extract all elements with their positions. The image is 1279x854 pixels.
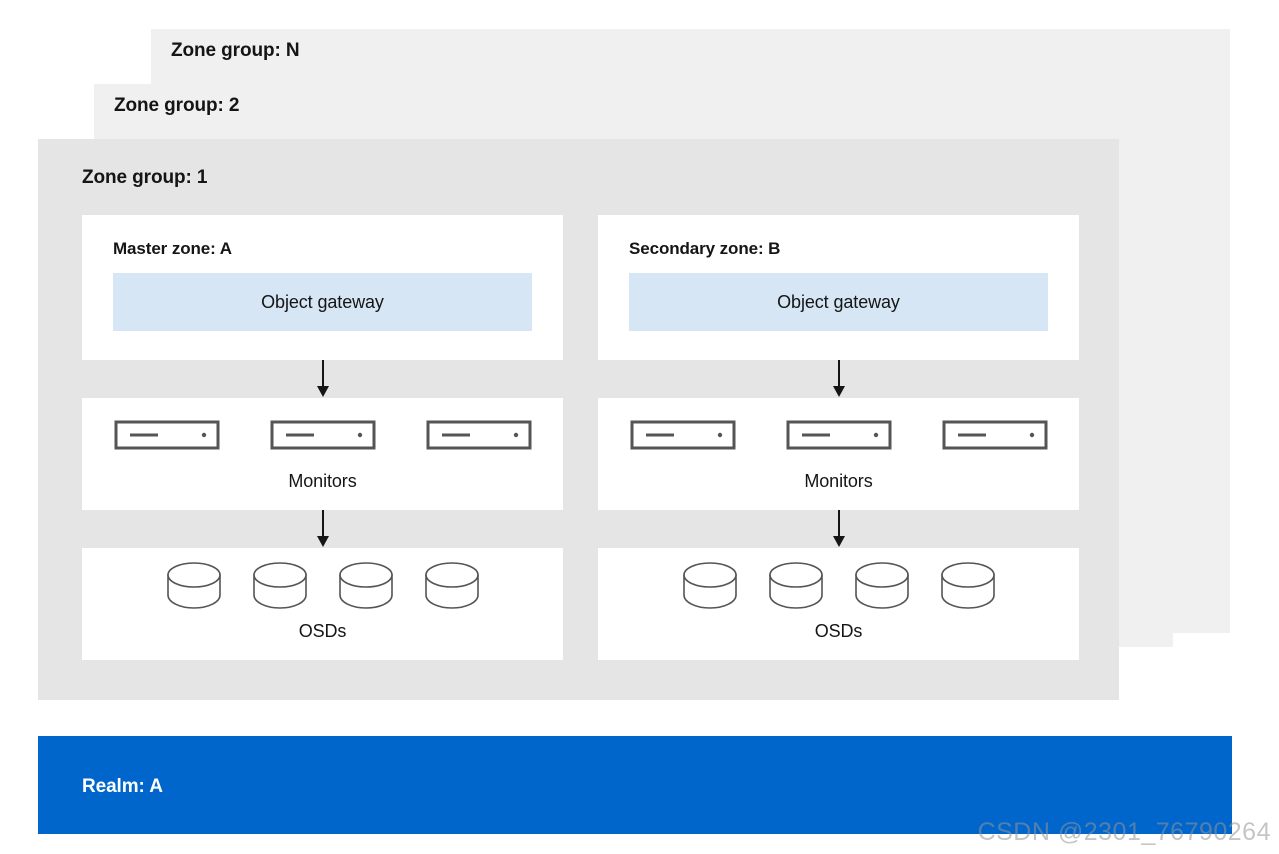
zone-group-panel-1: Zone group: 1 Master zone: A Object gate… (38, 139, 1119, 700)
object-gateway-label-secondary: Object gateway (777, 291, 900, 312)
osd-icon-row-master (82, 562, 563, 612)
osd-disk-icon (338, 562, 393, 609)
monitor-server-icon (786, 420, 891, 450)
arrow-monitors-to-osds-secondary (598, 510, 1079, 548)
object-gateway-box-master: Object gateway (113, 273, 532, 331)
arrow-down-icon (316, 360, 329, 397)
osds-caption-master: OSDs (298, 621, 347, 641)
osd-disk-icon (252, 562, 307, 609)
monitor-icon-row-master (82, 420, 563, 450)
monitors-caption-master: Monitors (288, 471, 357, 491)
arrow-gateway-to-monitors-master (82, 360, 563, 398)
osd-disk-icon (768, 562, 823, 609)
zone-gateway-card-master: Master zone: A Object gateway (82, 215, 563, 360)
osd-icon-row-secondary (598, 562, 1079, 612)
arrow-down-icon (316, 510, 329, 547)
zone-group-title-1: Zone group: 1 (82, 167, 208, 188)
object-gateway-label-master: Object gateway (261, 291, 384, 312)
zone-label-secondary: Secondary zone: B (629, 239, 781, 258)
monitor-icon-row-secondary (598, 420, 1079, 450)
arrow-down-icon (832, 360, 845, 397)
arrow-down-icon (832, 510, 845, 547)
monitors-card-secondary: Monitors (598, 398, 1079, 510)
zone-label-master: Master zone: A (113, 239, 232, 258)
osd-disk-icon (682, 562, 737, 609)
osds-caption-secondary: OSDs (814, 621, 863, 641)
realm-label: Realm: A (82, 776, 163, 797)
monitor-server-icon (270, 420, 375, 450)
osd-disk-icon (854, 562, 909, 609)
osd-disk-icon (940, 562, 995, 609)
osd-disk-icon (166, 562, 221, 609)
monitor-server-icon (426, 420, 531, 450)
zone-group-title-n: Zone group: N (171, 40, 300, 61)
zone-gateway-card-secondary: Secondary zone: B Object gateway (598, 215, 1079, 360)
monitor-server-icon (630, 420, 735, 450)
zone-column-secondary: Secondary zone: B Object gateway (598, 215, 1079, 660)
arrow-gateway-to-monitors-secondary (598, 360, 1079, 398)
monitor-server-icon (114, 420, 219, 450)
monitors-caption-secondary: Monitors (804, 471, 873, 491)
zone-group-title-2: Zone group: 2 (114, 95, 240, 116)
osds-card-secondary: OSDs (598, 548, 1079, 660)
realm-banner: Realm: A (38, 736, 1232, 834)
object-gateway-box-secondary: Object gateway (629, 273, 1048, 331)
monitors-card-master: Monitors (82, 398, 563, 510)
osds-card-master: OSDs (82, 548, 563, 660)
monitor-server-icon (942, 420, 1047, 450)
arrow-monitors-to-osds-master (82, 510, 563, 548)
zone-column-master: Master zone: A Object gateway (82, 215, 563, 660)
osd-disk-icon (424, 562, 479, 609)
